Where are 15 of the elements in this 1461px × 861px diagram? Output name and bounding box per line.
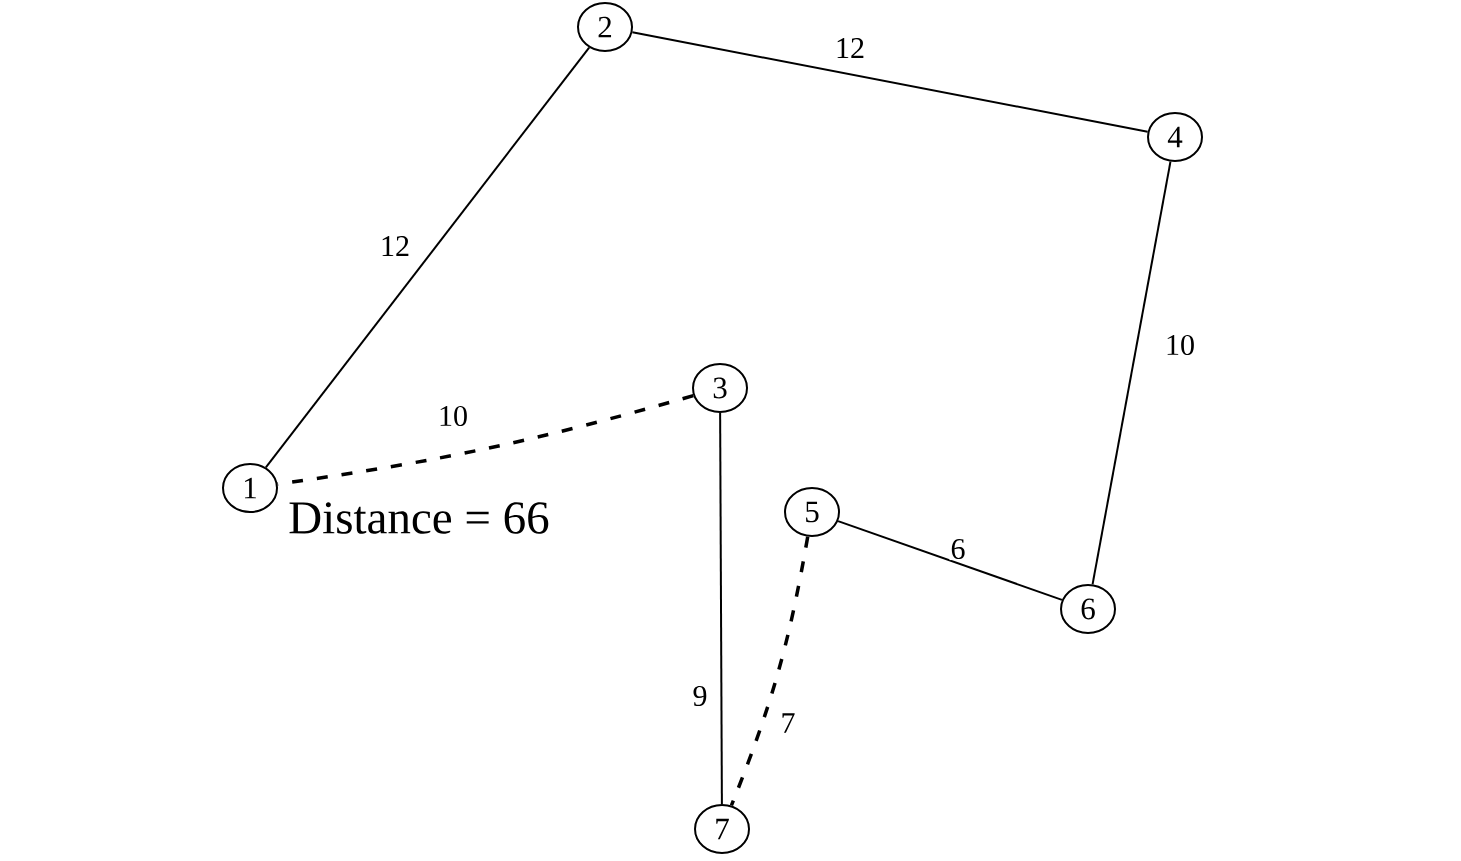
edge-label: 6 [949,537,967,561]
edge-label: 7 [779,712,797,734]
edge-label: 9 [691,684,709,708]
edge-line [729,536,810,807]
edge-label: 10 [437,404,469,428]
edge-line [277,393,694,486]
edge-line [264,46,591,469]
edge-line [1091,160,1172,586]
edge-line [719,412,723,805]
edge-label: 12 [379,235,411,257]
edge-label: 12 [834,37,866,59]
distance-text: Distance = 66 [289,502,549,534]
edge-line [837,520,1063,601]
edge-line [631,31,1149,133]
edge-label: 10 [1164,333,1196,357]
